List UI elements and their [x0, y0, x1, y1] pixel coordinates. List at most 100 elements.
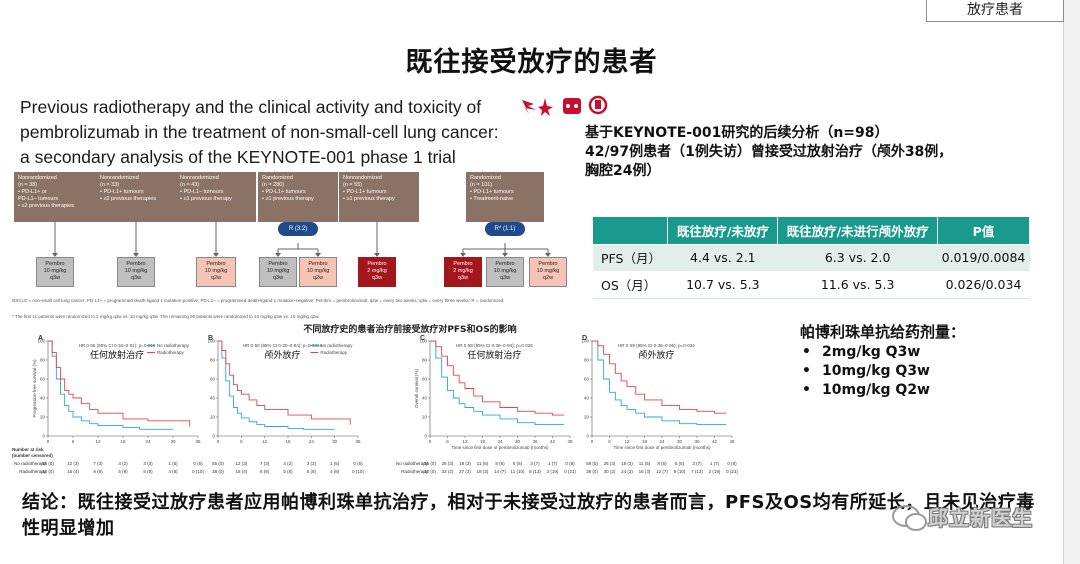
risk-value: 5 (8): [143, 469, 153, 474]
panel-letter: D: [582, 335, 587, 342]
y-tick-label: 40: [210, 396, 216, 401]
study-info-line: 42/97例患者（1例失访）曾接受过放射治疗（颅外38例，: [585, 144, 953, 160]
y-tick-label: 0: [424, 434, 427, 439]
y-tick-label: 60: [584, 377, 590, 382]
km-curve-radiotherapy: [592, 340, 727, 414]
km-curve-radiotherapy: [218, 340, 351, 425]
arm-line: q3w: [130, 275, 142, 281]
results-table: 既往放疗/未放疗 既往放疗/未进行颅外放疗 P值 PFS（月） 4.4 vs. …: [593, 217, 1030, 299]
watermark-icon: [892, 505, 927, 531]
cohort-line: • ≥2 previous therapies: [18, 203, 75, 209]
arm-line: Pembro: [126, 261, 146, 267]
cohort-line: • PD-L1– tumours: [180, 189, 224, 195]
risk-value: 0 (8): [727, 461, 737, 466]
table-header-cell: 既往放疗/未放疗: [667, 217, 779, 244]
slide-edge-scrollbar[interactable]: [1063, 0, 1080, 564]
section-tab[interactable]: 放疗患者: [926, 0, 1064, 22]
y-tick-label: 100: [419, 339, 427, 344]
risk-value: 3 (3): [307, 461, 317, 466]
panel-letter: B: [208, 335, 213, 342]
y-tick-label: 60: [40, 377, 46, 382]
arm-line: q3w: [457, 275, 469, 281]
risk-value: 0 (21): [726, 469, 738, 474]
slide-title: 既往接受放疗的患者: [405, 47, 658, 78]
randomization-oval: R* (1:1): [485, 222, 525, 236]
x-tick-label: 30: [515, 439, 521, 444]
panel-subtitle: 颅外放疗: [264, 349, 300, 361]
x-tick-label: 18: [120, 439, 126, 444]
arm-line: 10 mg/kg: [493, 268, 517, 274]
panel-subtitle: 任何放射治疗: [90, 349, 144, 361]
risk-value: 11 (5): [477, 461, 489, 466]
risk-value: 16 (4): [67, 469, 79, 474]
treatment-arm: Pembro 2 mg/kg q3w: [358, 257, 396, 287]
y-tick-label: 80: [210, 358, 216, 363]
cohort-line: (n = 101): [470, 182, 493, 188]
table-header-row: 既往放疗/未放疗 既往放疗/未进行颅外放疗 P值: [593, 217, 1030, 244]
x-tick-label: 6: [240, 439, 243, 444]
risk-value: 59 (0): [586, 461, 598, 466]
legend-label: Radiotherapy: [157, 350, 185, 355]
treatment-arm: Pembro 10 mg/kg q2w: [529, 257, 567, 287]
y-tick-label: 80: [422, 358, 428, 363]
wechat-icon: [892, 505, 927, 531]
journal-logos: [522, 95, 608, 116]
y-tick-label: 40: [40, 396, 46, 401]
x-tick-label: 30: [332, 439, 338, 444]
table-cell: 10.7 vs. 5.3: [667, 270, 778, 299]
km-curve-no-radiotherapy: [48, 340, 173, 430]
table-cell: PFS（月）: [593, 243, 668, 271]
y-tick-label: 80: [40, 358, 46, 363]
x-tick-label: 6: [608, 439, 611, 444]
cohort-line: Nonrandomized: [180, 175, 219, 181]
risk-value: 42 (0): [424, 469, 436, 474]
risk-value: 4 (8): [330, 469, 340, 474]
risk-value: 0 (21): [564, 469, 576, 474]
dose-item: 10mg/kg Q3w: [802, 362, 930, 381]
cohort-box: Nonrandomized (n = 33) • PD-L1+ tumours …: [96, 172, 176, 222]
cohort-line: • PD-L1+ tumours: [470, 189, 514, 195]
km-figure-heading: 不同放疗史的患者治疗前接受放疗对PFS和OS的影响: [303, 325, 517, 335]
cohort-line: Nonrandomized: [18, 175, 57, 181]
cohort-box: Nonrandomized (n = 55) • PD-L1+ tumours …: [339, 172, 419, 222]
risk-row-label: Radiotherapy: [19, 469, 47, 474]
cohort-line: (n = 43): [180, 182, 200, 188]
treatment-arm: Pembro 2 mg/kg q3w: [444, 257, 482, 287]
x-tick-label: 24: [497, 439, 503, 444]
dose-list: 2mg/kg Q3w 10mg/kg Q3w 10mg/kg Q2w: [802, 343, 930, 400]
cohort-line: • ≥1 previous therapy: [343, 196, 395, 202]
arm-line: Pembro: [367, 261, 387, 267]
table-row: PFS（月） 4.4 vs. 2.1 6.3 vs. 2.0 0.019/0.0…: [593, 243, 1030, 271]
panel-subtitle: 颅外放疗: [638, 349, 674, 361]
arm-line: Pembro: [453, 261, 473, 267]
x-tick-label: 36: [195, 439, 201, 444]
risk-value: 14 (7): [494, 469, 506, 474]
cohort-line: (n = 33): [100, 182, 120, 188]
risk-value: 55 (0): [424, 461, 436, 466]
risk-value: 9 (10): [674, 469, 686, 474]
y-tick-label: 80: [584, 358, 590, 363]
x-tick-label: 0: [591, 439, 594, 444]
risk-value: 12 (3): [67, 461, 79, 466]
y-tick-label: 100: [581, 339, 589, 344]
cohort-line: • PD-L1+ or: [18, 189, 47, 195]
table-header-cell: 既往放疗/未进行颅外放疗: [777, 217, 938, 244]
x-tick-label: 6: [72, 439, 75, 444]
hazard-ratio: HR 0·58 (95% CI 0·36–0·94); p=0·026: [456, 343, 533, 348]
lancet-icon: [522, 100, 536, 114]
arm-line: q2w: [312, 275, 324, 281]
risk-value: 7 (3): [260, 461, 270, 466]
panel-letter: C: [420, 335, 425, 342]
cohort-line: • Treatment-naive: [470, 196, 514, 202]
cohort-line: Randomized: [470, 175, 501, 181]
risk-value: 55 (0): [42, 461, 54, 466]
risk-value: 38 (0): [212, 469, 224, 474]
arm-line: Pembro: [308, 261, 328, 267]
risk-value: 12 (7): [656, 469, 668, 474]
arm-line: Pembro: [45, 261, 65, 267]
treatment-arm: Pembro 10 mg/kg q3w: [486, 257, 524, 287]
x-tick-label: 0: [429, 439, 432, 444]
km-curve-no-radiotherapy: [592, 340, 727, 426]
x-tick-label: 12: [95, 439, 101, 444]
x-tick-label: 18: [642, 439, 648, 444]
